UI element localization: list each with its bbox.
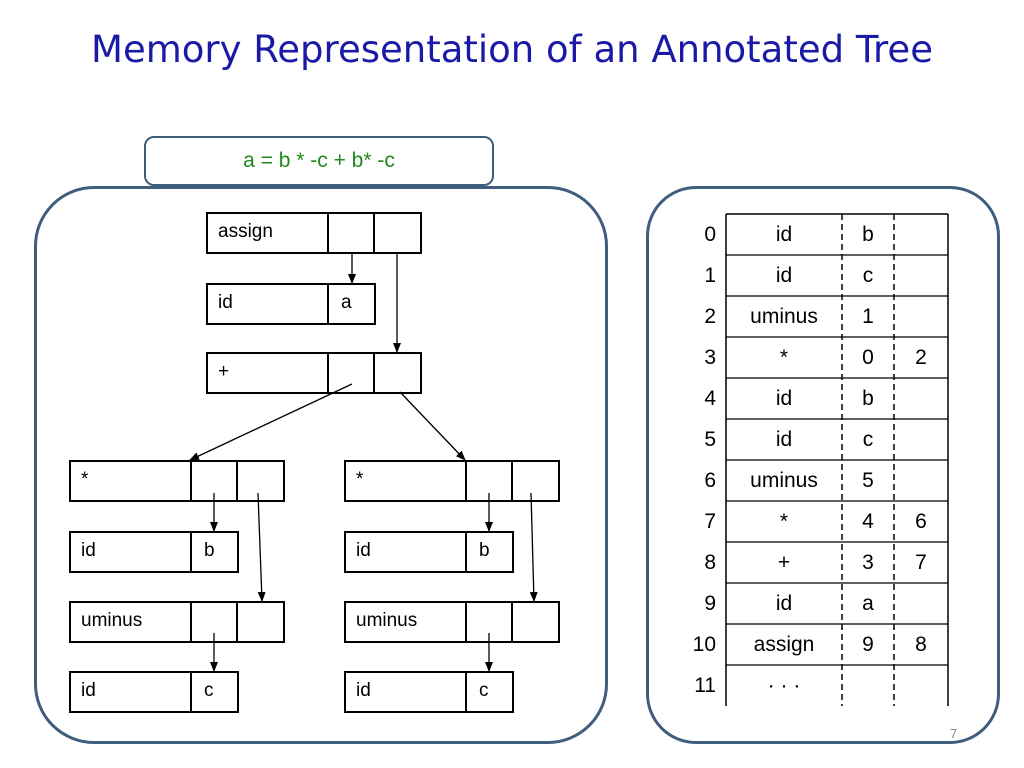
table-row: 3 * 0 2 [660,337,960,378]
table-arg1: 9 [862,633,874,656]
slide-title: Memory Representation of an Annotated Tr… [91,28,933,71]
table-arg1: a [862,592,874,615]
table-arg1: 3 [862,551,874,574]
table-arg1: c [862,428,874,451]
expression-text: a = b * -c + b* -c [243,149,395,172]
table-op: + [777,551,791,574]
table-op: * [779,346,789,369]
table-index: 4 [704,387,716,410]
node-label: assign [208,214,330,252]
table-op: id [775,223,793,246]
node-assign: assign [206,212,422,254]
table-arg1: b [862,223,874,246]
table-arg1: 5 [862,469,874,492]
table-row: 8 +3 7 [660,542,960,583]
table-index: 0 [704,223,716,246]
table-op: * [779,510,789,533]
node-pointer-cell [238,603,283,641]
table-index: 2 [704,305,716,328]
table-op: id [775,264,793,287]
node-pointer-cell [238,462,283,500]
table-op: · · · [767,674,801,697]
node-label: * [346,462,468,500]
table-row: 4 id b [660,378,960,419]
table-arg1: b [862,387,874,410]
table-row: 2 uminus 1 [660,296,960,337]
table-index: 6 [704,469,716,492]
node-left-uminus: uminus [69,601,285,643]
node-label: * [71,462,193,500]
node-pointer-cell [192,462,238,500]
table-arg1: 4 [862,510,874,533]
table-op: uminus [750,469,818,492]
node-label: id [71,533,192,571]
node-pointer-cell [467,603,513,641]
table-arg1: c [862,264,874,287]
table-panel [646,186,1000,744]
node-label: id [71,673,192,711]
table-index: 3 [704,346,716,369]
table-op: uminus [750,305,818,328]
table-arg2: 2 [915,346,927,369]
node-right-uminus: uminus [344,601,560,643]
node-label: id [346,673,467,711]
node-pointer-cell [467,462,513,500]
node-label: + [208,354,330,392]
table-index: 5 [704,428,716,451]
page-number: 7 [950,726,958,741]
node-right-mul: * [344,460,560,502]
table-index: 1 [704,264,716,287]
table-index: 10 [692,633,716,656]
node-label: uminus [71,603,193,641]
table-op: assign [753,633,815,656]
table-op: id [775,592,793,615]
table-index: 9 [704,592,716,615]
node-value: c [478,680,489,701]
table-arg1: 1 [862,305,874,328]
table-row: 0 id b [660,214,960,255]
node-label: uminus [346,603,468,641]
expression-box: a = b * -c + b* -c [144,136,494,186]
table-index: 11 [694,674,716,697]
table-row: 1 id c [660,255,960,296]
node-value: b [203,540,215,561]
table-row: 7 * 4 6 [660,501,960,542]
table-arg1: 0 [862,346,874,369]
table-index: 8 [704,551,716,574]
node-pointer-cell [192,603,238,641]
table-row: 11 · · · [660,665,960,706]
node-pointer-cell [329,354,375,392]
node-id-a: id a [206,283,376,325]
table-op: id [775,387,793,410]
node-right-id-b: id b [344,531,514,573]
node-plus: + [206,352,422,394]
table-arg2: 8 [915,633,927,656]
node-left-mul: * [69,460,285,502]
node-pointer-cell [375,354,420,392]
table-row: 6 uminus 5 [660,460,960,501]
node-pointer-cell [329,214,375,252]
table-op: id [775,428,793,451]
table-arg2: 7 [915,551,927,574]
node-label: id [208,285,329,323]
table-row: 5 id c [660,419,960,460]
node-label: id [346,533,467,571]
node-left-id-c: id c [69,671,239,713]
node-pointer-cell [513,603,558,641]
node-pointer-cell [513,462,558,500]
node-pointer-cell [375,214,420,252]
table-row: 9 id a [660,583,960,624]
node-left-id-b: id b [69,531,239,573]
node-value: a [340,292,352,313]
table-arg2: 6 [915,510,927,533]
node-value: b [478,540,490,561]
node-right-id-c: id c [344,671,514,713]
table-row: 10 assign 9 8 [660,624,960,665]
node-value: c [203,680,214,701]
table-index: 7 [704,510,716,533]
